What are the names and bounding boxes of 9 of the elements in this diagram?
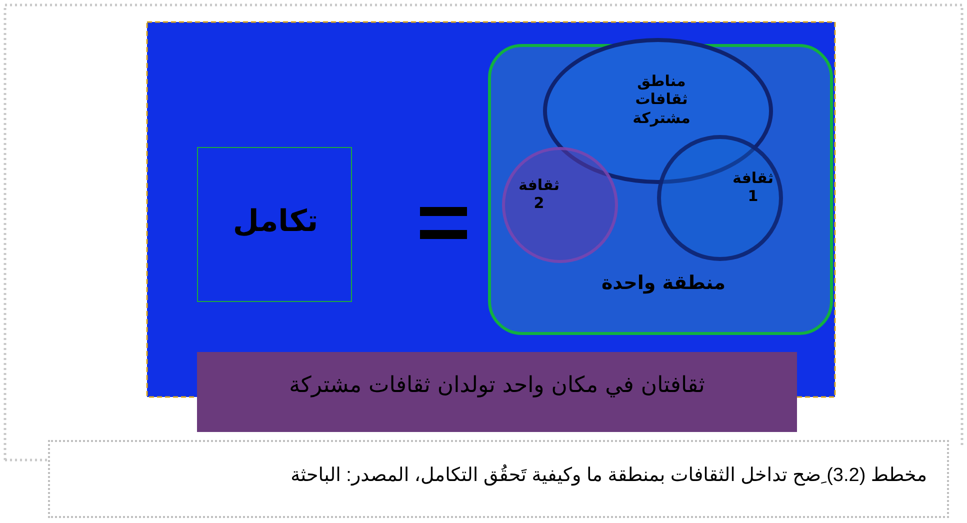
label-box bbox=[197, 147, 352, 302]
region-label: منطقة واحدة bbox=[600, 272, 727, 296]
node-label: مناطق ثقافات مشتركة bbox=[632, 72, 692, 128]
statement-text: ثقافتان في مكان واحد تولدان ثقافات مشتركة bbox=[288, 372, 706, 400]
statement-band bbox=[197, 352, 797, 432]
node-label: تكامل bbox=[232, 203, 320, 240]
node-label: ثقافة 1 bbox=[732, 168, 774, 206]
caption: مخطط (3.2) ِضح تداخل الثقافات بمنطقة ما وكيفية تَحقُق التكامل، المصدر: الباحثة bbox=[48, 440, 949, 518]
node-label: ثقافة 2 bbox=[518, 176, 560, 213]
